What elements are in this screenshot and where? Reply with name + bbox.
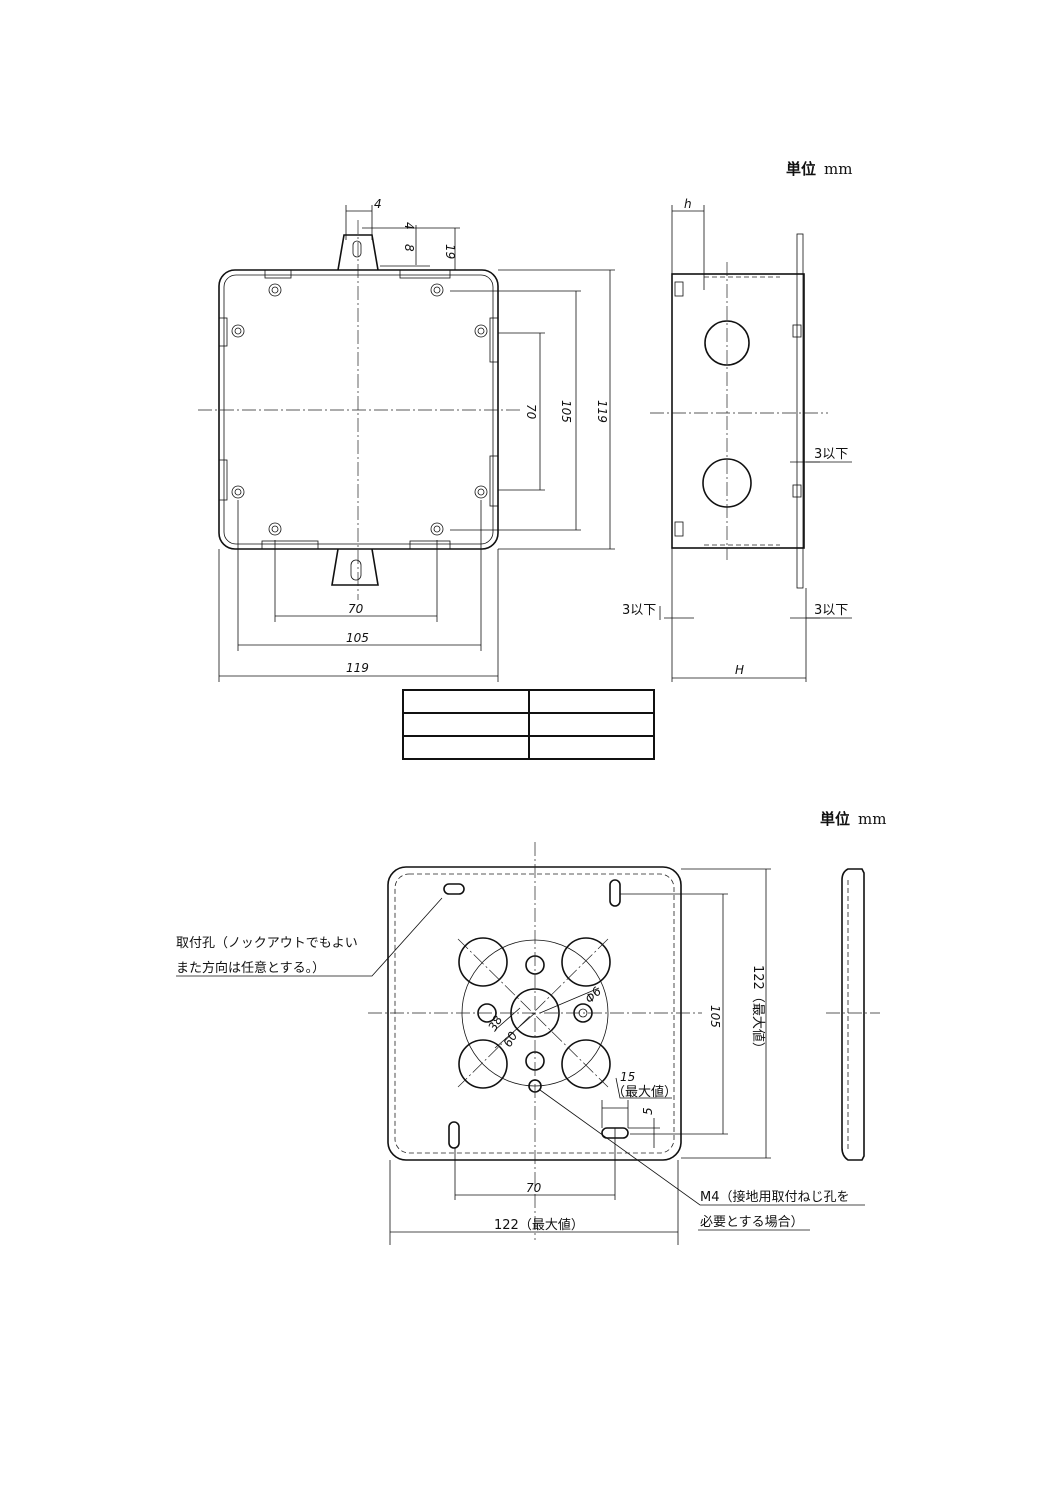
table-cell <box>402 712 530 737</box>
dim-horizontal-119: 119 <box>346 661 369 675</box>
dim-slot-5: 5 <box>641 1107 655 1115</box>
cover-dim-labels: 70 122（最大値） 105 122（最大値） 38 60 Φ6 15 （最大… <box>176 936 850 1233</box>
table-row <box>402 689 655 714</box>
dim-vertical-105: 105 <box>559 400 573 423</box>
top-front-dim-labels: 4 4 8 19 70 105 119 70 105 119 <box>346 197 609 675</box>
dim-vertical-119: 119 <box>595 400 609 423</box>
note-m4-line1: M4（接地用取付ねじ孔を <box>700 1189 850 1205</box>
table-cell <box>527 712 655 737</box>
table-row <box>402 712 655 737</box>
table-row <box>402 735 655 760</box>
table-cell <box>527 689 655 714</box>
dim-slot-15: 15 <box>620 1070 635 1084</box>
table-cell <box>527 735 655 760</box>
dim-cover-105: 105 <box>708 1005 722 1028</box>
dim-horizontal-70: 70 <box>348 602 364 616</box>
dim-tab-top: 4 <box>402 222 416 230</box>
dim-cover-width-122: 122（最大値） <box>494 1217 584 1233</box>
note-mount-hole-line1: 取付孔（ノックアウトでもよい <box>176 936 358 951</box>
cover-side-view <box>826 868 880 1161</box>
dim-tab-width: 4 <box>374 197 382 211</box>
dim-horizontal-105: 105 <box>346 631 369 645</box>
dim-d60: 60 <box>500 1029 520 1050</box>
side-dimensions <box>659 205 852 682</box>
side-dim-labels: h H 3以下 3以下 3以下 <box>622 197 848 677</box>
note-mount-hole-line2: また方向は任意とする。） <box>176 960 325 976</box>
tol-flange: 3以下 <box>814 447 848 462</box>
tol-left: 3以下 <box>622 603 656 618</box>
dim-side-h: h <box>684 197 692 211</box>
dim-phi6: Φ6 <box>582 984 604 1006</box>
dim-tab-height: 19 <box>443 244 457 259</box>
tol-right: 3以下 <box>814 603 848 618</box>
dim-d38: 38 <box>485 1013 505 1034</box>
note-m4-line2: 必要とする場合） <box>700 1215 804 1230</box>
table-cell <box>402 735 530 760</box>
dim-cover-70: 70 <box>526 1181 542 1195</box>
dim-slot: 8 <box>402 244 416 252</box>
table-cell <box>402 689 530 714</box>
top-front-dimensions <box>218 205 615 682</box>
dim-side-H: H <box>735 663 744 677</box>
box-side-view <box>650 233 828 589</box>
dim-cover-height-122: 122（最大値） <box>750 965 766 1055</box>
dim-vertical-70: 70 <box>524 404 538 420</box>
dim-slot-15-note: （最大値） <box>612 1084 677 1100</box>
box-front-view <box>198 220 520 600</box>
cover-dimensions <box>176 868 865 1245</box>
spec-table <box>402 689 655 760</box>
